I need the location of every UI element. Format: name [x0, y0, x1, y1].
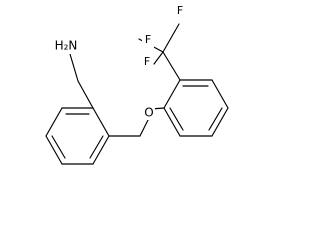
trifluoromethyl-group: F F F: [138, 4, 187, 81]
ring-bond: [163, 79, 181, 109]
ring-double-bond: [208, 107, 223, 131]
ring-double-bond: [51, 135, 66, 159]
chemical-structure: H₂N O: [45, 4, 229, 165]
fluorine-top-background: [174, 4, 187, 19]
ring-bond: [92, 107, 110, 137]
ring-bond: [211, 79, 229, 109]
fluorine-left-background: [142, 33, 154, 48]
benzyl-ether-linker: O: [108, 106, 165, 137]
ring-double-bond: [169, 107, 184, 131]
ring-bond: [92, 135, 110, 165]
amine-label-background: [51, 37, 81, 54]
cf3-to-top-fluorine-bond: [162, 23, 180, 53]
amine-label: H₂N: [55, 39, 78, 53]
aminomethyl-group: H₂N: [51, 37, 94, 109]
fluorine-right-background: [141, 55, 153, 70]
left-benzene-ring: [45, 107, 110, 165]
ring-bond: [211, 107, 229, 137]
ring-bond: [45, 107, 63, 137]
ether-oxygen-label: O: [144, 106, 153, 120]
cf3-to-right-fluorine-bond: [153, 51, 164, 65]
ring-bond: [163, 107, 181, 137]
structure-canvas: H₂N O: [45, 4, 229, 165]
ring-to-cf3-bond: [162, 51, 181, 81]
fluorine-right-label: F: [144, 55, 150, 68]
ring-double-bond: [89, 135, 104, 159]
right-benzene-ring: [163, 79, 229, 137]
ring-to-ch2-bond: [77, 80, 94, 109]
ch2-to-amine-bond: [69, 53, 79, 82]
ring-bond: [45, 135, 63, 165]
fluorine-top-label: F: [177, 4, 183, 17]
oxygen-label-background: [143, 106, 155, 120]
fluorine-left-label: F: [145, 33, 151, 46]
ch2-to-oxygen-bond: [139, 119, 149, 137]
